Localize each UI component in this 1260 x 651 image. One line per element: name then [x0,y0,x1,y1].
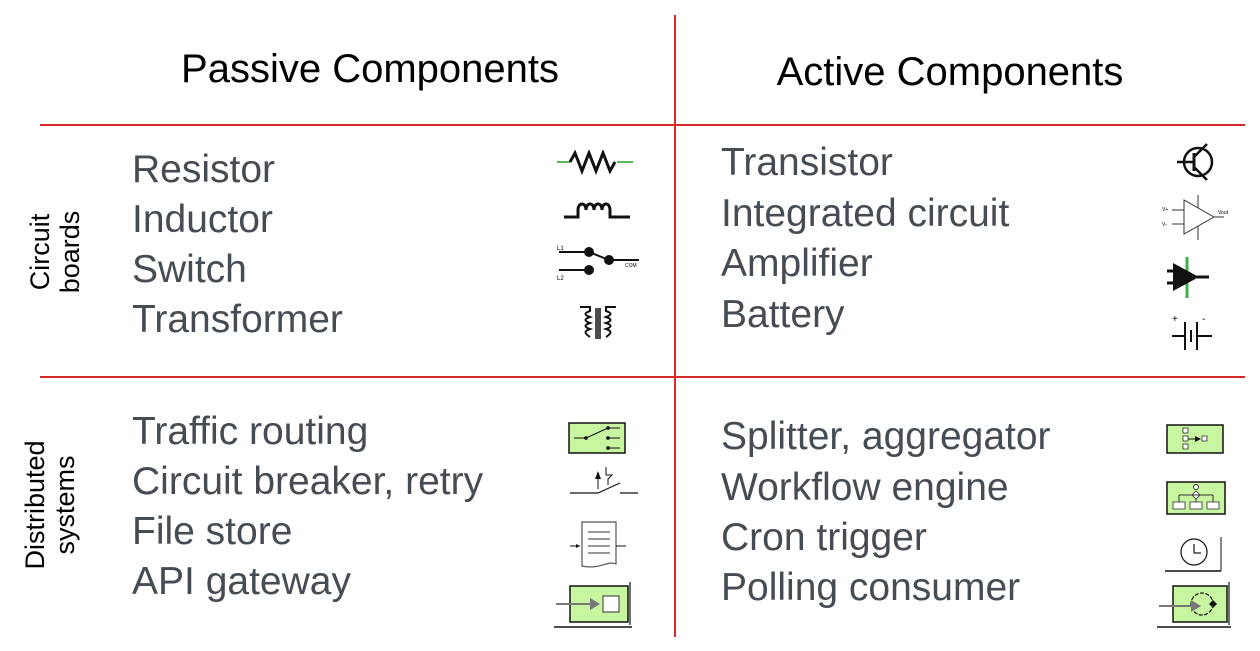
svg-text:V-: V- [1162,222,1167,228]
svg-text:V+: V+ [1162,207,1168,213]
svg-text:-: - [1202,314,1205,325]
row-label-circuit-boards: Circuit boards [25,211,85,294]
header-passive: Passive Components [181,47,559,91]
divider-vertical [674,15,676,637]
list-item: Circuit breaker, retry [132,460,484,503]
list-item: Transformer [132,298,343,341]
list-item: Cron trigger [721,516,927,559]
file-icon [570,521,626,568]
list-item: Switch [132,248,247,291]
svg-text:Vout: Vout [1218,210,1229,216]
clock-icon [1165,537,1222,572]
transformer-icon [580,306,616,339]
switch-icon: L1 COM L2 [557,246,639,282]
list-item: Polling consumer [721,566,1021,609]
splitter-icon [1166,424,1224,454]
svg-text:COM: COM [625,263,637,269]
list-item: Amplifier [721,242,873,285]
op-amp-icon: V+ V- Vout [1162,195,1229,240]
router-icon [568,422,626,454]
gateway-icon [554,582,632,628]
divider-middle [40,376,1245,378]
header-active: Active Components [776,50,1124,94]
row-label-line: Circuit [25,213,55,291]
inductor-icon [564,202,630,219]
list-item: Inductor [132,198,273,241]
list-item: File store [132,510,293,553]
list-item: Workflow engine [721,466,1009,509]
circuit-breaker-icon [570,467,638,494]
svg-text:+: + [1172,314,1178,325]
workflow-icon [1166,481,1226,515]
resistor-icon [557,150,633,175]
row-label-distributed-systems: Distributed systems [20,440,80,569]
svg-text:L1: L1 [557,246,564,252]
battery-icon: +- [1172,314,1212,350]
polling-consumer-icon [1157,582,1231,628]
row-label-line: boards [55,210,85,294]
list-item: Splitter, aggregator [721,415,1051,458]
divider-top [40,124,1245,126]
list-item: Battery [721,293,845,336]
row-label-line: Distributed [20,440,50,570]
row-label-line: systems [50,455,80,555]
amplifier-icon [1167,257,1209,298]
list-item: Transistor [721,141,893,184]
svg-text:L2: L2 [557,276,564,282]
list-item: Traffic routing [132,410,369,453]
list-item: Resistor [132,148,276,191]
list-item: Integrated circuit [721,192,1010,235]
list-item: API gateway [132,560,351,603]
transistor-icon [1177,143,1214,181]
